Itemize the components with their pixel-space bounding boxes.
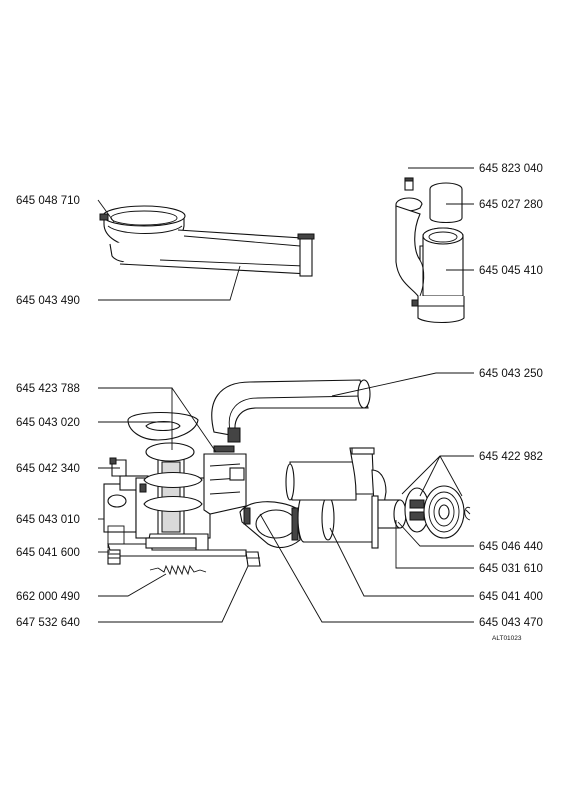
label-645046440: 645 046 440 (479, 541, 543, 553)
label-662000490: 662 000 490 (16, 591, 80, 603)
sump-funnel-assembly (99, 205, 315, 277)
leader-lines (97, 167, 474, 623)
label-645042340: 645 042 340 (16, 463, 80, 475)
label-645423788: 645 423 788 (16, 383, 80, 395)
label-645048710: 645 048 710 (16, 195, 80, 207)
pump-motor-assembly (103, 379, 471, 576)
label-645041600: 645 041 600 (16, 547, 80, 559)
label-647532640: 647 532 640 (16, 617, 80, 629)
label-645043250: 645 043 250 (479, 368, 543, 380)
y-pipe-assembly (395, 177, 465, 324)
label-645045410: 645 045 410 (479, 265, 543, 277)
label-645031610: 645 031 610 (479, 563, 543, 575)
label-645041400: 645 041 400 (479, 591, 543, 603)
label-645422982: 645 422 982 (479, 451, 543, 463)
label-645043010: 645 043 010 (16, 514, 80, 526)
label-645043490: 645 043 490 (16, 295, 80, 307)
drawing-reference: ALT01023 (492, 635, 522, 642)
part-labels: 645 048 710 645 043 490 645 823 040 645 … (16, 163, 543, 642)
label-645027280: 645 027 280 (479, 199, 543, 211)
label-645043020: 645 043 020 (16, 417, 80, 429)
label-645823040: 645 823 040 (479, 163, 543, 175)
label-645043470: 645 043 470 (479, 617, 543, 629)
